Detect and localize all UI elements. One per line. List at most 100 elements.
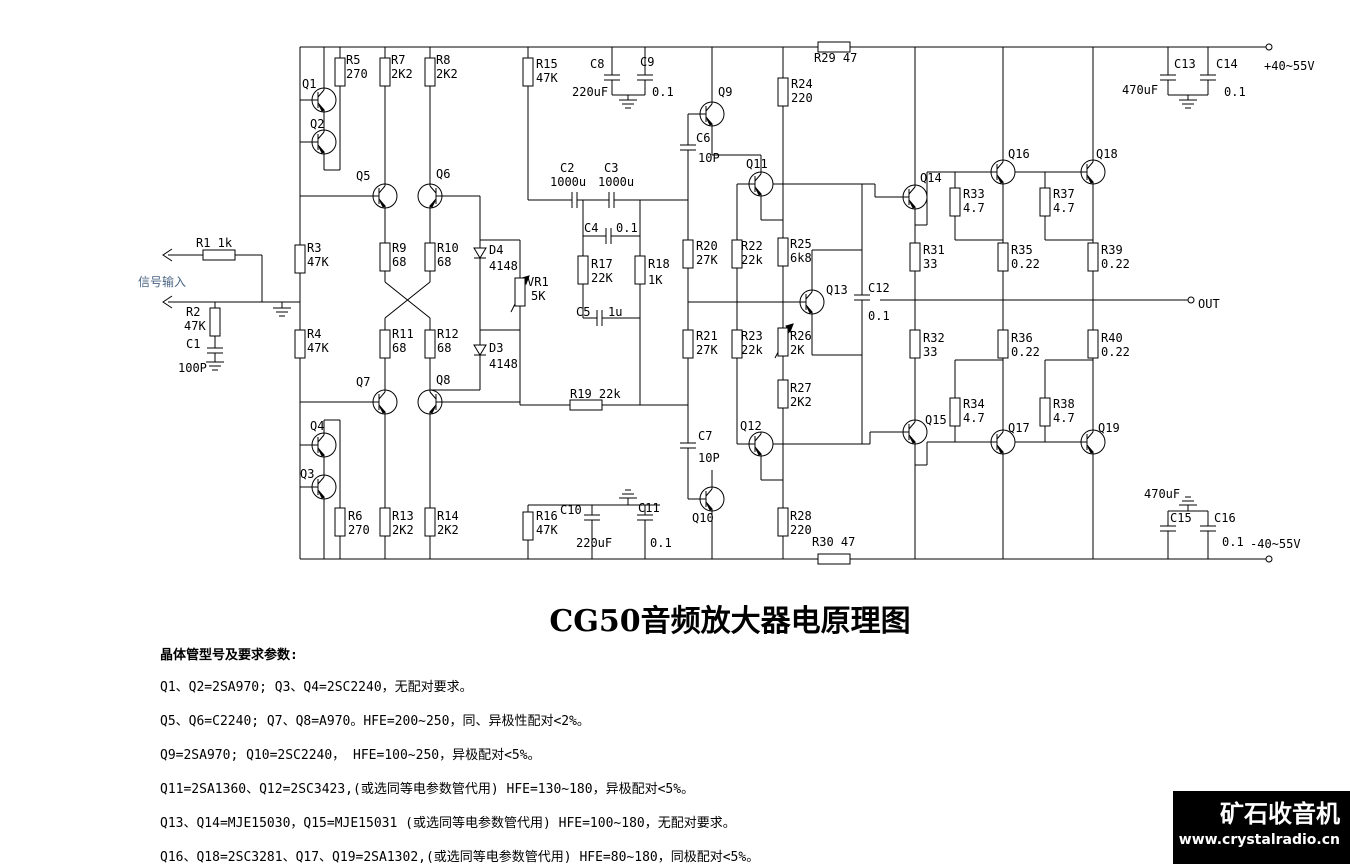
label-R22: R22 — [741, 239, 763, 253]
value-C9: 0.1 — [652, 85, 674, 99]
symbol-R16 — [522, 511, 534, 541]
value-R8: 2K2 — [436, 67, 458, 81]
symbol-R8 — [424, 57, 436, 87]
label-Q14: Q14 — [920, 171, 942, 185]
label-VR1: VR1 — [527, 275, 549, 289]
label-Q16: Q16 — [1008, 147, 1030, 161]
label-Q2: Q2 — [310, 117, 324, 131]
schematic-title: CG50音频放大器电原理图 — [549, 604, 911, 639]
symbol-R36 — [997, 329, 1009, 359]
symbol-R11 — [379, 329, 391, 359]
label-C11: C11 — [638, 501, 660, 515]
label-C12: C12 — [868, 281, 890, 295]
value-R13: 2K2 — [392, 523, 414, 537]
label-Q10: Q10 — [692, 511, 714, 525]
value-C11: 0.1 — [650, 536, 672, 550]
value-R24: 220 — [791, 91, 813, 105]
symbol-C7 — [679, 442, 697, 449]
value-R20: 27K — [696, 253, 718, 267]
label-Q7: Q7 — [356, 375, 370, 389]
symbol-R3 — [294, 244, 306, 274]
value-R39: 0.22 — [1101, 257, 1130, 271]
value-C5: 1u — [608, 305, 622, 319]
label-R24: R24 — [791, 77, 813, 91]
symbol-C12 — [853, 294, 871, 301]
symbol-R30 — [817, 553, 851, 565]
value-R28: 220 — [790, 523, 812, 537]
label-R30: R30 47 — [812, 535, 855, 549]
label-C9: C9 — [640, 55, 654, 69]
symbol-R31 — [909, 242, 921, 272]
label-C5: C5 — [576, 305, 590, 319]
label-Q3: Q3 — [300, 467, 314, 481]
value-C3: 1000u — [598, 175, 634, 189]
label-R18: R18 — [648, 257, 670, 271]
label-R31: R31 — [923, 243, 945, 257]
symbol-R37 — [1039, 187, 1051, 217]
symbol-R12 — [424, 329, 436, 359]
label-R9: R9 — [392, 241, 406, 255]
symbol-R39 — [1087, 242, 1099, 272]
value-C1: 100P — [178, 361, 207, 375]
value-R5: 270 — [346, 67, 368, 81]
watermark-site-url: www.crystalradio.cn — [1178, 832, 1340, 848]
symbol-D4 — [473, 247, 487, 259]
value-R14: 2K2 — [437, 523, 459, 537]
notes-heading: 晶体管型号及要求参数: — [160, 648, 298, 663]
value-C8: 220uF — [572, 85, 608, 99]
symbol-R7 — [379, 57, 391, 87]
label-R14: R14 — [437, 509, 459, 523]
label-R17: R17 — [591, 257, 613, 271]
symbol-D3 — [473, 344, 487, 356]
label-Q15: Q15 — [925, 413, 947, 427]
label-C15: C15 — [1170, 511, 1192, 525]
label-R39: R39 — [1101, 243, 1123, 257]
label-R33: R33 — [963, 187, 985, 201]
value-C10: 220uF — [576, 536, 612, 550]
label-R15: R15 — [536, 57, 558, 71]
value-R22: 22k — [741, 253, 763, 267]
value-R12: 68 — [437, 341, 451, 355]
symbol-R18 — [634, 255, 646, 285]
label-C4: C4 — [584, 221, 598, 235]
label-Q19: Q19 — [1098, 421, 1120, 435]
ground-icon — [618, 99, 638, 109]
value-R4: 47K — [307, 341, 329, 355]
value-D3: 4148 — [489, 357, 518, 371]
label-R34: R34 — [963, 397, 985, 411]
value-C16: 0.1 — [1222, 535, 1244, 549]
symbol-R33 — [949, 187, 961, 217]
label-R5: R5 — [346, 53, 360, 67]
ground-icon — [272, 307, 292, 317]
schematic-canvas: Q1 Q2 Q3 Q4 Q5 Q6 Q7 Q8 Q9 Q10 Q11 Q12 Q… — [138, 41, 1315, 565]
label-D4: D4 — [489, 243, 503, 257]
value-R23: 22k — [741, 343, 763, 357]
label-Q13: Q13 — [826, 283, 848, 297]
label-R12: R12 — [437, 327, 459, 341]
label-R11: R11 — [392, 327, 414, 341]
symbol-C4 — [605, 227, 612, 245]
value-VR1: 5K — [531, 289, 546, 303]
symbol-C9 — [636, 74, 654, 81]
symbol-R25 — [777, 237, 789, 267]
symbol-C14 — [1199, 74, 1217, 81]
label-C2: C2 — [560, 161, 574, 175]
symbol-R32 — [909, 329, 921, 359]
value-D4: 4148 — [489, 259, 518, 273]
label-negative-rail: -40~55V — [1250, 537, 1301, 551]
terminal-vpos — [1265, 43, 1273, 51]
value-C13: 470uF — [1122, 83, 1158, 97]
symbol-R6 — [334, 507, 346, 537]
symbol-R10 — [424, 242, 436, 272]
symbol-C11 — [636, 514, 654, 521]
label-R29: R29 47 — [814, 51, 857, 65]
value-C6: 10P — [698, 151, 720, 165]
symbol-Q9 — [687, 101, 725, 127]
value-R33: 4.7 — [963, 201, 985, 215]
label-Q11: Q11 — [746, 157, 768, 171]
ground-icon — [1178, 496, 1198, 506]
symbol-R19 — [569, 399, 603, 411]
label-D3: D3 — [489, 341, 503, 355]
symbol-Q5 — [360, 183, 398, 209]
value-R31: 33 — [923, 257, 937, 271]
